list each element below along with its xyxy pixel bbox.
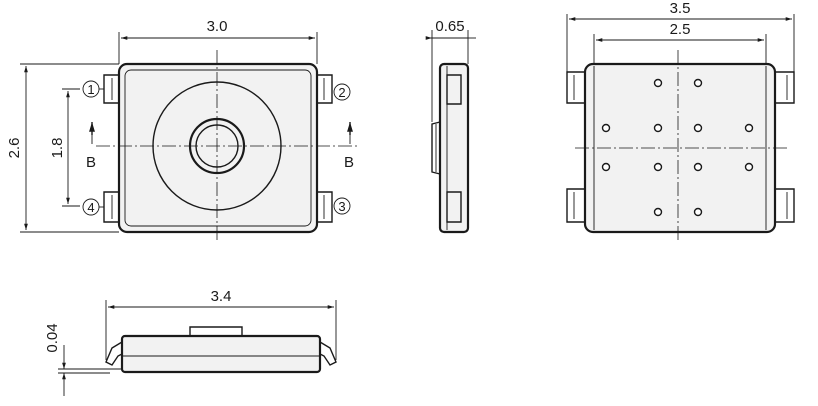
front-view: 3.4 0.04 [44, 288, 337, 396]
dim-length: 3.4 [105, 288, 337, 360]
dim-width-label: 3.0 [207, 18, 228, 35]
top-view-body-inner [124, 69, 312, 227]
front-view-body [120, 334, 322, 374]
dim-offset: 0.04 [44, 323, 122, 396]
dim-offset-label: 0.04 [44, 323, 61, 352]
dim-inner-label: 2.5 [670, 21, 691, 38]
dim-height-outer: 2.6 [6, 63, 119, 233]
bottom-view: 3.5 2.5 [566, 0, 795, 240]
bottom-view-contact-dots [601, 78, 754, 217]
dim-thickness-label: 0.65 [435, 18, 464, 35]
side-view-body [438, 62, 470, 234]
front-view-actuator [189, 326, 243, 336]
top-view-body [117, 62, 319, 234]
pin-4-label: 4 [87, 200, 94, 215]
pin-4-marker: 4 [82, 198, 104, 216]
pin-1-label: 1 [87, 82, 94, 97]
pin-3-label: 3 [338, 199, 345, 214]
dim-height-outer-label: 2.6 [6, 138, 23, 159]
bottom-view-terminals [566, 71, 795, 223]
dim-pin-pitch-label: 1.8 [49, 138, 66, 159]
dim-width-top: 3.0 [118, 18, 318, 64]
section-right-label: B [344, 154, 354, 171]
side-view: 0.65 [425, 18, 476, 234]
dim-length-label: 3.4 [211, 288, 232, 305]
dim-inner-bottom: 2.5 [593, 21, 767, 64]
section-marker-left: B [86, 122, 96, 171]
top-view: 3.0 2.6 1.8 B B [6, 18, 360, 240]
pin-1-marker: 1 [82, 80, 104, 98]
pin-3-marker: 3 [333, 197, 351, 215]
pin-2-marker: 2 [333, 83, 351, 101]
dim-outer-bottom: 3.5 [566, 0, 795, 72]
pin-2-label: 2 [338, 85, 345, 100]
dim-outer-label: 3.5 [670, 0, 691, 17]
section-left-label: B [86, 154, 96, 171]
dim-pin-pitch: 1.8 [49, 88, 80, 207]
section-marker-right: B [344, 122, 354, 171]
dim-thickness: 0.65 [425, 18, 476, 122]
